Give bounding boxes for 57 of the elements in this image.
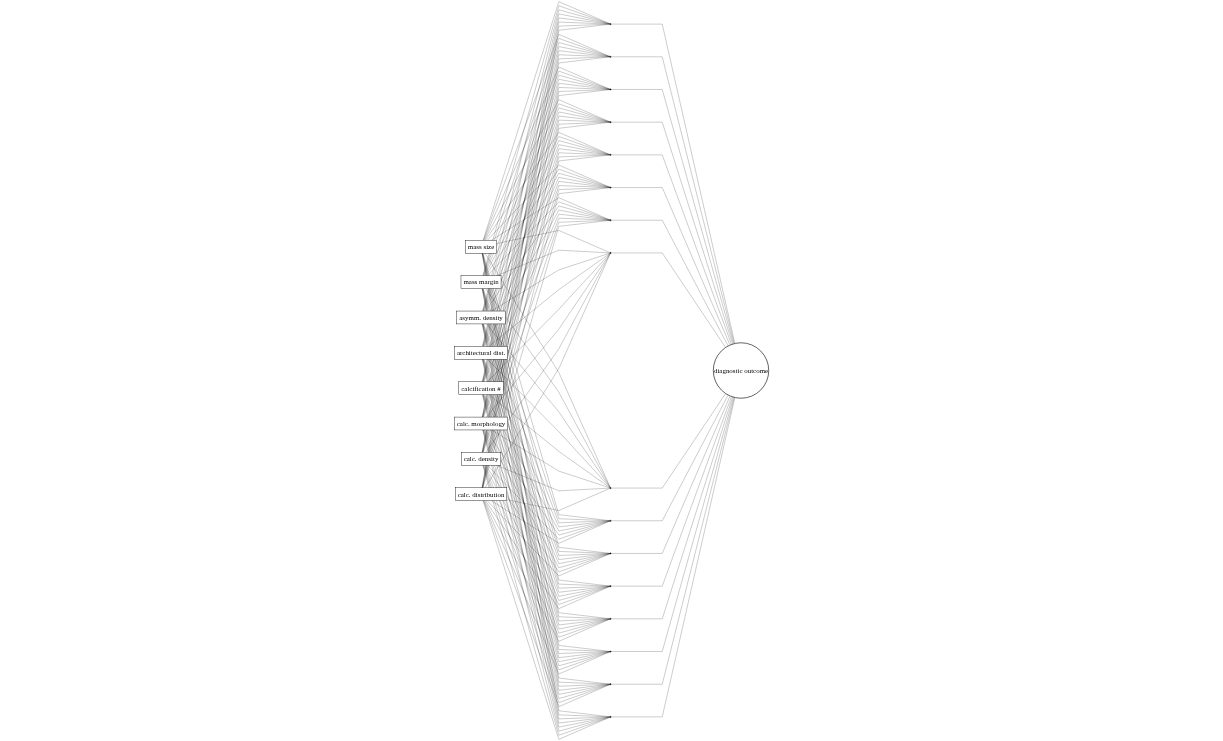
node-circle bbox=[609, 552, 612, 555]
connector bbox=[611, 394, 729, 521]
connector bbox=[483, 359, 611, 527]
connector bbox=[611, 252, 726, 348]
connector bbox=[485, 253, 611, 453]
connector bbox=[491, 253, 611, 312]
connector bbox=[485, 288, 611, 488]
node-circle bbox=[609, 716, 612, 718]
connector bbox=[485, 169, 611, 276]
connector bbox=[487, 500, 611, 576]
connector bbox=[506, 488, 611, 511]
connector bbox=[611, 396, 732, 587]
connector bbox=[484, 209, 611, 347]
node-circle bbox=[609, 585, 612, 587]
connector bbox=[611, 154, 732, 345]
connector bbox=[487, 253, 611, 382]
connector bbox=[484, 465, 611, 605]
connector bbox=[484, 136, 611, 276]
connector bbox=[483, 177, 611, 347]
node-circle bbox=[609, 683, 612, 686]
node-circle bbox=[609, 186, 612, 189]
connector bbox=[491, 197, 611, 241]
node-circle bbox=[609, 618, 612, 620]
node-circle bbox=[609, 252, 612, 254]
connector bbox=[483, 214, 611, 382]
node-circle bbox=[609, 88, 612, 91]
connector bbox=[484, 99, 611, 241]
connector bbox=[483, 103, 611, 276]
node-circle bbox=[609, 23, 612, 25]
node-circle bbox=[609, 121, 612, 123]
connector bbox=[486, 253, 611, 418]
connector bbox=[484, 394, 611, 532]
node-circle bbox=[609, 219, 612, 222]
connector bbox=[487, 165, 611, 241]
connector bbox=[611, 220, 729, 347]
connector bbox=[487, 465, 611, 540]
node-circle bbox=[609, 487, 612, 489]
connector bbox=[483, 500, 611, 675]
node-circle bbox=[609, 650, 612, 653]
connector bbox=[484, 500, 611, 642]
node-circle bbox=[609, 519, 612, 522]
connector bbox=[483, 66, 611, 241]
connector bbox=[483, 465, 611, 638]
connector bbox=[491, 500, 611, 544]
connector bbox=[487, 201, 611, 276]
connector bbox=[483, 394, 611, 564]
connector bbox=[485, 132, 611, 241]
connector bbox=[611, 395, 731, 554]
connector bbox=[611, 393, 726, 489]
connector bbox=[485, 205, 611, 312]
connector bbox=[483, 140, 611, 312]
connector bbox=[611, 187, 731, 346]
node-circle bbox=[609, 154, 612, 156]
connector bbox=[484, 173, 611, 312]
node-circle bbox=[609, 55, 612, 58]
connector bbox=[485, 500, 611, 609]
connector bbox=[496, 465, 611, 491]
